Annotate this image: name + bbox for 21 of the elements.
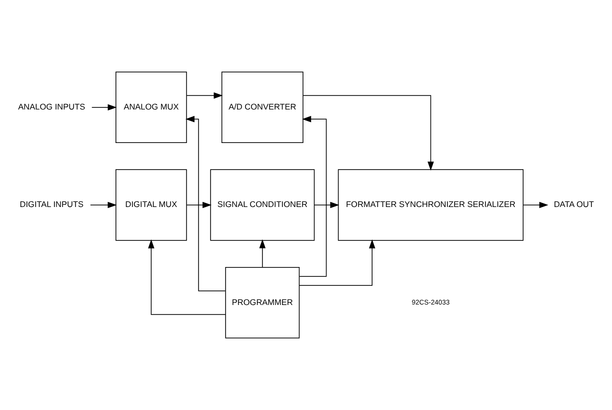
node-box: SIGNAL CONDITIONER [210, 169, 315, 241]
arrow [90, 202, 117, 208]
node-box: FORMATTER SYNCHRONIZER SERIALIZER [338, 169, 524, 241]
arrow [259, 239, 266, 268]
arrow [299, 116, 327, 277]
node-box: A/D CONVERTER [221, 72, 304, 143]
arrow [302, 95, 434, 171]
node-text: DATA OUT [554, 200, 594, 210]
arrow [522, 202, 548, 208]
arrow [186, 202, 212, 208]
arrow [186, 92, 223, 99]
arrow [185, 116, 226, 292]
node-text: DIGITAL INPUTS [20, 200, 84, 210]
node-box: ANALOG MUX [116, 72, 187, 143]
node-text: ANALOG INPUTS [18, 102, 86, 112]
arrow [298, 239, 376, 286]
arrow [148, 239, 226, 315]
node-box: DIGITAL MUX [116, 169, 187, 241]
arrow [314, 202, 340, 208]
arrow [92, 104, 117, 110]
node-box: PROGRAMMER [225, 267, 300, 338]
